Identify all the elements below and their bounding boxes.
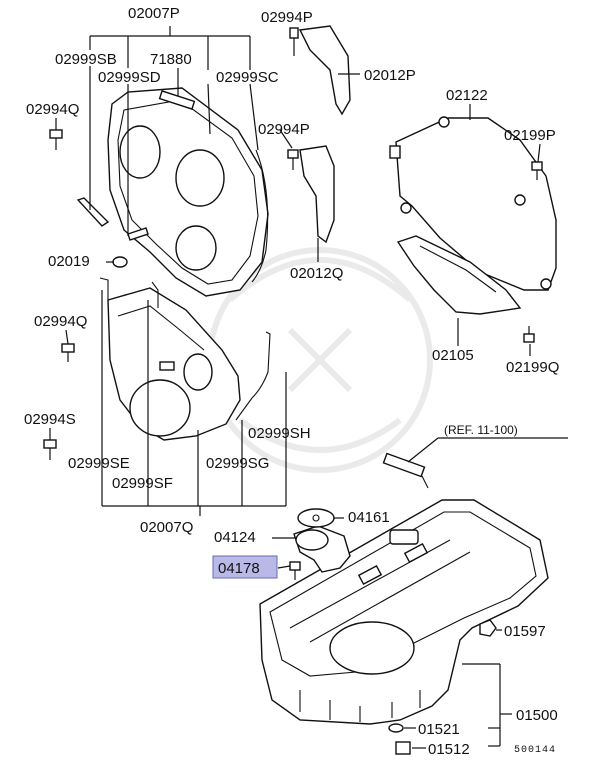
bracket-02012Q[interactable] xyxy=(299,145,335,244)
label-02122[interactable]: 02122 xyxy=(446,87,488,104)
label-02999SE[interactable]: 02999SE xyxy=(68,455,130,472)
label-02999SH[interactable]: 02999SH xyxy=(248,425,311,442)
label-01500[interactable]: 01500 xyxy=(516,707,558,724)
label-01521[interactable]: 01521 xyxy=(418,721,460,738)
label-04124[interactable]: 04124 xyxy=(214,529,256,546)
label-02999SG[interactable]: 02999SG xyxy=(206,455,269,472)
label-02994Q-top[interactable]: 02994Q xyxy=(26,101,79,118)
gasket-04161[interactable] xyxy=(297,508,335,528)
bolt-01597[interactable] xyxy=(479,619,497,637)
label-02999SC[interactable]: 02999SC xyxy=(216,69,279,86)
label-02019[interactable]: 02019 xyxy=(48,253,90,270)
leader-lines xyxy=(49,26,568,749)
label-02105[interactable]: 02105 xyxy=(432,347,474,364)
label-02012P[interactable]: 02012P xyxy=(364,67,416,84)
bolt-04178[interactable] xyxy=(289,561,301,580)
gasket-strip-sd[interactable] xyxy=(127,227,149,241)
bolt-02994Q-mid[interactable] xyxy=(61,343,75,362)
oil-pan-01500[interactable] xyxy=(259,499,549,725)
highlight-box-04178 xyxy=(212,555,278,579)
oil-tube-ref[interactable] xyxy=(382,452,429,489)
bolt-02994Q-top[interactable] xyxy=(49,129,63,150)
label-71880[interactable]: 71880 xyxy=(150,51,192,68)
label-02994S[interactable]: 02994S xyxy=(24,411,76,428)
label-02007P[interactable]: 02007P xyxy=(128,5,180,22)
lower-timing-cover[interactable] xyxy=(107,287,241,441)
clip-02019[interactable] xyxy=(112,256,128,268)
label-02994Q-mid[interactable]: 02994Q xyxy=(34,313,87,330)
strainer-04124[interactable] xyxy=(293,525,351,573)
gasket-01521[interactable] xyxy=(388,723,404,733)
part-labels: 02007P 02994P 02999SB 71880 02012P 02999… xyxy=(24,5,559,758)
bolt-02199Q[interactable] xyxy=(523,326,535,343)
label-01597[interactable]: 01597 xyxy=(504,623,546,640)
label-02199P[interactable]: 02199P xyxy=(504,127,556,144)
gasket-strip-sb[interactable] xyxy=(76,197,110,227)
label-04178[interactable]: 04178 xyxy=(218,560,260,577)
bolt-02994S[interactable] xyxy=(43,439,57,460)
cover-plate-02105[interactable] xyxy=(396,235,522,315)
label-01512[interactable]: 01512 xyxy=(428,741,470,758)
bracket-02012P[interactable] xyxy=(298,25,351,116)
label-04161[interactable]: 04161 xyxy=(348,509,390,526)
bolt-02199P[interactable] xyxy=(531,161,543,180)
bolt-02994P-mid[interactable] xyxy=(287,149,299,170)
label-02007Q[interactable]: 02007Q xyxy=(140,519,193,536)
label-02999SB[interactable]: 02999SB xyxy=(55,51,117,68)
upper-timing-cover[interactable] xyxy=(107,87,269,297)
rear-plate-02122[interactable] xyxy=(389,116,557,291)
diagram-code: 500144 xyxy=(514,745,556,756)
gasket-strip-se[interactable] xyxy=(99,277,159,308)
label-02999SF[interactable]: 02999SF xyxy=(112,475,173,492)
gasket-strip-sh[interactable] xyxy=(235,331,271,421)
label-02994P-mid[interactable]: 02994P xyxy=(258,121,310,138)
label-02999SD[interactable]: 02999SD xyxy=(98,69,161,86)
label-02199Q[interactable]: 02199Q xyxy=(506,359,559,376)
bolt-02994P-top[interactable] xyxy=(289,27,299,56)
label-ref-11-100[interactable]: (REF. 11-100) xyxy=(444,423,518,437)
label-02994P-top[interactable]: 02994P xyxy=(261,9,313,26)
label-02012Q[interactable]: 02012Q xyxy=(290,265,343,282)
baffle-part[interactable] xyxy=(389,529,419,545)
drain-plug-01512[interactable] xyxy=(395,741,411,755)
